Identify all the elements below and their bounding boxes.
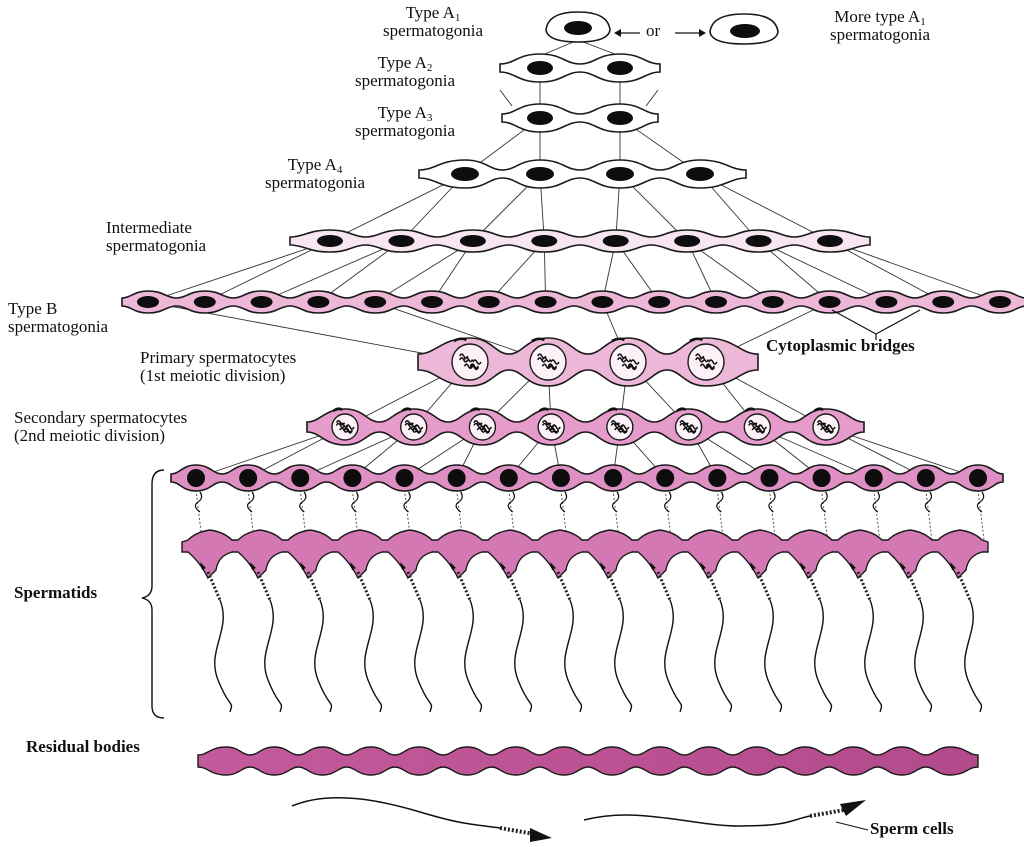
cell-nucleus <box>705 296 727 308</box>
annotation-brackets <box>141 309 921 719</box>
cell-nucleus <box>708 469 727 487</box>
or-arrows <box>614 29 706 37</box>
more-type-a1-cell <box>709 13 779 45</box>
cell-nucleus <box>656 469 675 487</box>
cell-nucleus <box>604 469 623 487</box>
cell-nucleus <box>527 61 553 75</box>
cytoplasmic-bridges-pointer <box>831 309 921 335</box>
mature-sperm-cells <box>194 491 985 842</box>
cell-nucleus <box>812 469 831 487</box>
type-b-row <box>121 290 1024 314</box>
cell-nucleus <box>551 469 570 487</box>
cell-nucleus <box>388 235 415 247</box>
label-residual-bodies: Residual bodies <box>26 737 140 756</box>
spermatid-flagellum <box>300 562 333 713</box>
spermatid-flagellum <box>950 562 983 713</box>
cell-nucleus <box>602 235 629 247</box>
label-secondary-spermatocytes: Secondary spermatocytes (2nd meiotic div… <box>14 408 188 445</box>
spermatid-flagellum <box>850 562 883 713</box>
cell-nucleus <box>499 469 518 487</box>
cell-nucleus <box>343 469 362 487</box>
cell-nucleus <box>989 296 1011 308</box>
cell-nucleus <box>534 296 557 308</box>
cell-nucleus <box>875 296 898 308</box>
cell-nucleus <box>607 61 633 75</box>
spermatid-flagellum <box>450 562 483 713</box>
spermatid-flagellum <box>550 562 583 713</box>
spermatid-flagellum <box>350 562 383 713</box>
cell-nucleus <box>526 167 554 181</box>
label-sperm-cells: Sperm cells <box>870 819 954 838</box>
cell-nucleus <box>137 296 159 308</box>
cell-nucleus <box>193 296 216 308</box>
cell-nucleus <box>817 235 843 247</box>
label-type-b: Type B spermatogonia <box>8 299 109 336</box>
spermatid-flagellum <box>700 562 733 713</box>
cell-nucleus <box>606 167 634 181</box>
cell-nucleus <box>591 296 614 308</box>
label-type-a4: Type A4 spermatogonia <box>264 155 366 192</box>
label-cytoplasmic-bridges: Cytoplasmic bridges <box>766 336 915 355</box>
cell-nucleus <box>317 235 343 247</box>
cell-nucleus <box>761 296 784 308</box>
sperm-cell-left <box>291 797 552 842</box>
intermediate-row <box>289 229 871 253</box>
cell-rows <box>121 11 1024 776</box>
spermatid-flagellum <box>200 562 233 713</box>
label-type-a1: Type A1 spermatogonia <box>382 3 484 40</box>
sperm-cell-right <box>583 800 869 831</box>
cell-nucleus <box>250 296 273 308</box>
cell-nucleus <box>291 469 310 487</box>
cell-nucleus <box>760 469 779 487</box>
spermatid-flagellum <box>400 562 433 713</box>
type-a3-row <box>501 103 659 133</box>
label-type-a3: Type A3 spermatogonia <box>354 103 456 140</box>
cell-nucleus <box>421 296 443 308</box>
cell-nucleus <box>451 167 479 181</box>
secondary-spermatocyte-row <box>306 407 865 446</box>
cell-nucleus <box>932 296 955 308</box>
cell-nucleus <box>527 111 553 125</box>
type-a1-cell <box>545 11 611 43</box>
spermatid-flagellum <box>600 562 633 713</box>
cell-nucleus <box>531 235 558 247</box>
cell-nucleus <box>307 296 330 308</box>
label-intermediate: Intermediate spermatogonia <box>106 218 207 255</box>
label-primary-spermatocytes: Primary spermatocytes (1st meiotic divis… <box>140 348 297 385</box>
residual-bodies-row <box>197 746 979 776</box>
cell-nucleus <box>745 235 772 247</box>
label-type-a2: Type A2 spermatogonia <box>354 53 456 90</box>
maturing-spermatid-row <box>181 529 989 580</box>
cell-nucleus <box>916 469 935 487</box>
type-a4-row <box>418 159 747 189</box>
primary-spermatocyte-row <box>417 337 759 387</box>
cell-nucleus <box>607 111 633 125</box>
spermatid-flagellum <box>250 562 283 713</box>
early-spermatid-row <box>170 464 1004 492</box>
label-spermatids: Spermatids <box>14 583 98 602</box>
spermatid-flagellum <box>650 562 683 713</box>
spermatids-bracket <box>141 469 165 719</box>
cell-nucleus <box>395 469 414 487</box>
spermatid-flagellum <box>800 562 833 713</box>
spermatid-flagellum <box>900 562 933 713</box>
cell-nucleus <box>686 167 714 181</box>
label-more-type-a1: More type A1 spermatogonia <box>829 7 931 44</box>
cell-nucleus <box>818 296 841 308</box>
cell-nucleus <box>187 469 205 487</box>
label-or: or <box>646 21 661 40</box>
cell-nucleus <box>674 235 701 247</box>
cell-nucleus <box>969 469 987 487</box>
spermatid-flagellum <box>500 562 533 713</box>
cell-nucleus <box>459 235 486 247</box>
spermatid-flagellum <box>750 562 783 713</box>
type-a2-row <box>499 53 661 83</box>
cell-nucleus <box>364 296 387 308</box>
cell-nucleus <box>239 469 258 487</box>
cell-nucleus <box>648 296 671 308</box>
cell-nucleus <box>447 469 466 487</box>
cell-nucleus <box>864 469 883 487</box>
cell-nucleus <box>477 296 500 308</box>
